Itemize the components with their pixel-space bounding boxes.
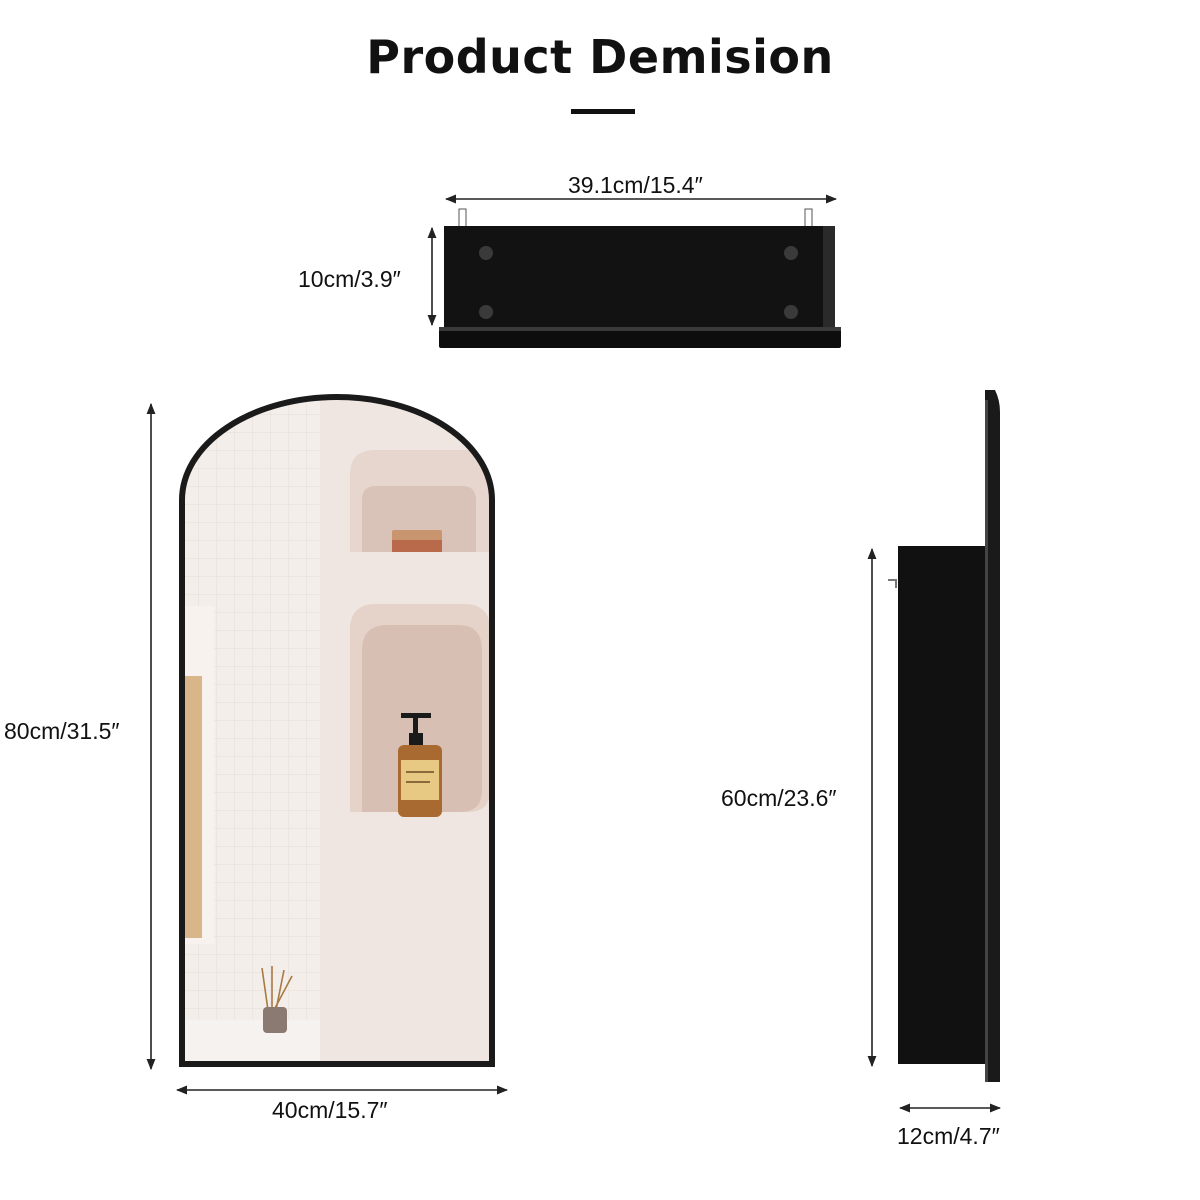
front-width-label: 40cm/15.7″ bbox=[272, 1097, 388, 1123]
side-view bbox=[867, 390, 1002, 1113]
mounting-pin-left bbox=[458, 208, 467, 228]
screw-icon bbox=[784, 305, 798, 319]
top-cabinet-body bbox=[444, 226, 835, 328]
screw-icon bbox=[479, 305, 493, 319]
side-cabinet-body bbox=[898, 546, 986, 1064]
page-title: Product Demision bbox=[366, 30, 834, 84]
screw-icon bbox=[479, 246, 493, 260]
top-mirror-plate bbox=[439, 327, 841, 348]
side-depth-label: 12cm/4.7″ bbox=[897, 1123, 1000, 1149]
mounting-pin-right bbox=[804, 208, 813, 228]
lotion-jar-icon bbox=[392, 530, 442, 552]
side-cabinet-height-label: 60cm/23.6″ bbox=[721, 785, 837, 811]
top-width-label: 39.1cm/15.4″ bbox=[568, 172, 703, 198]
front-view bbox=[146, 394, 509, 1095]
title-underline bbox=[571, 109, 635, 114]
top-depth-label: 10cm/3.9″ bbox=[298, 266, 401, 292]
front-height-label: 80cm/31.5″ bbox=[4, 718, 120, 744]
hinge-icon bbox=[888, 579, 897, 588]
screw-icon bbox=[784, 246, 798, 260]
soap-pump-bottle-icon bbox=[398, 713, 442, 817]
mirror-frame bbox=[179, 394, 495, 1067]
reed-diffuser-icon bbox=[261, 966, 293, 1033]
side-mirror-plate bbox=[985, 390, 1000, 1082]
mirror-reflection bbox=[182, 397, 492, 1064]
top-view bbox=[427, 194, 841, 348]
